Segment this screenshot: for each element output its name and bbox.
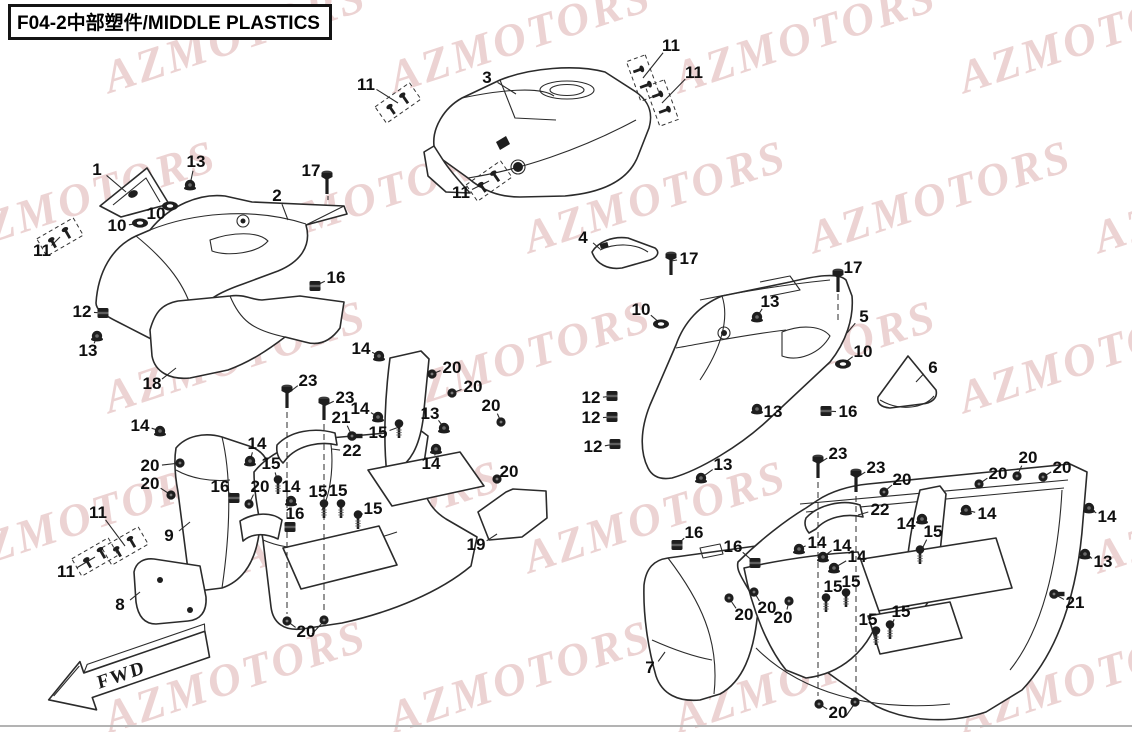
part-6-corner-panel-drawing [877,355,938,409]
part-5-right-side-panel-drawing [641,274,854,480]
fastener-nut-icon [184,179,196,191]
fastener-washer-icon [974,479,984,489]
right-footwell-assembly-drawing [736,463,1088,721]
fastener-nut-icon [373,350,385,362]
fastener-clip-icon [671,540,683,550]
fastener-washer-icon [244,499,254,509]
fastener-nut-icon [91,330,103,342]
leader-line [857,511,869,516]
fastener-clip-icon [97,308,109,318]
fwd-arrow: FWD [47,623,211,711]
leader-line [642,52,664,79]
fastener-clip-icon [820,406,832,416]
fastener-washer-icon [879,487,889,497]
page-title: F04-2中部塑件/MIDDLE PLASTICS [8,4,332,40]
leader-line [661,78,686,104]
fastener-bolt-icon [318,396,330,420]
part-7-front-lower-panel-drawing [643,543,762,702]
fastener-washer-icon [319,615,329,625]
leader-line [129,591,141,601]
fastener-nut-icon [438,422,450,434]
part-9-front-panel-drawing [174,434,271,591]
fastener-grommet-icon [162,201,178,211]
fastener-nut-icon [372,411,384,423]
fastener-washer-icon [447,388,457,398]
leader-line [657,651,666,662]
fastener-washer-icon [784,596,794,606]
fastener-nut-icon [154,425,166,437]
leader-line [161,367,177,380]
leader-line [76,556,96,569]
leader-line [486,533,498,542]
fastener-grommet-icon [132,218,148,228]
fastener-nut-icon [1079,548,1091,560]
leader-line [497,81,517,95]
fastener-washer-icon [282,616,292,626]
leader-line [323,400,335,407]
part-4-small-trim-drawing [591,236,659,270]
fastener-bolt-icon [281,384,293,408]
fastener-grommet-icon [653,319,669,329]
leader-line [281,203,289,221]
fastener-bolt-icon [812,454,824,478]
fastener-clip-icon [228,493,240,503]
leader-line [592,242,601,250]
fastener-washer-icon [175,458,185,468]
fastener-washer-icon [724,593,734,603]
fastener-nut-icon [430,443,442,455]
fastener-washer-icon [166,490,176,500]
leader-line [389,426,400,432]
part-19-flat-pad-drawing [477,488,548,541]
fastener-clip-icon [284,522,296,532]
assembly-axis-lines [286,186,857,696]
fastener-washer-icon [814,699,824,709]
fastener-bolt-icon [665,251,677,275]
part-8-small-panel-drawing [133,558,207,625]
fastener-grommet-icon [835,359,851,369]
leader-line [106,175,127,193]
leader-line [915,373,925,383]
part-3-fuel-tank-cover-drawing [423,67,652,198]
fastener-clip-icon [606,391,618,401]
fastener-clip-icon [309,281,321,291]
leader-line [105,519,126,547]
part-1-corner-panel-drawing [99,167,170,218]
leader-line [331,448,341,451]
leader-line [846,322,856,334]
fastener-washer-icon [492,474,502,484]
fastener-washer-icon [1012,471,1022,481]
leader-line [178,521,191,532]
bottom-border-line [0,725,1132,727]
fastener-washer-icon [749,587,759,597]
fastener-clip-icon [606,412,618,422]
fastener-clip-icon [609,439,621,449]
part-18-inner-panel-drawing [149,294,345,380]
left-footwell-assembly-drawing [239,350,485,631]
fastener-washer-icon [850,697,860,707]
fastener-washer-icon [1038,472,1048,482]
fastener-washer-icon [496,417,506,427]
fastener-bolt-icon [321,170,333,194]
leader-line [376,88,399,104]
fastener-washer-icon [427,369,437,379]
fastener-clip-icon [749,558,761,568]
